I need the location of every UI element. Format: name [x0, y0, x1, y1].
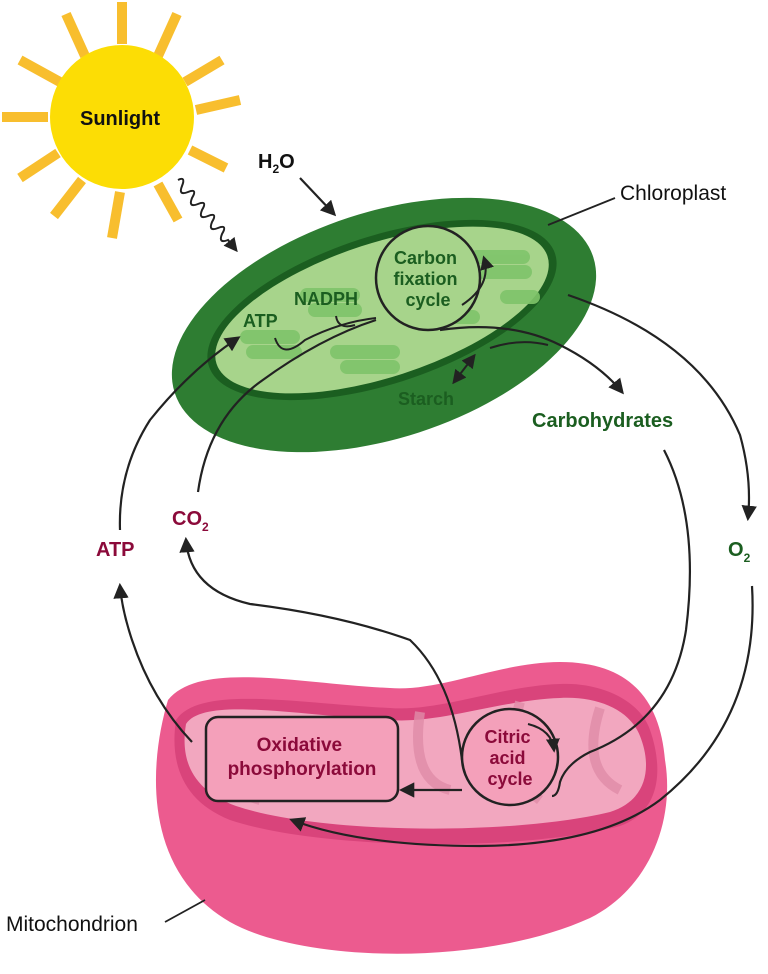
citric-inner-arrow: [527, 723, 560, 753]
co2-to-chloroplast-arrow: [196, 318, 377, 493]
starch-arrow: [452, 353, 476, 385]
h2o-label: H2O: [258, 151, 295, 176]
carbohydrates-to-citric-arrow: [551, 449, 692, 798]
mitochondrion-pointer: [164, 899, 206, 923]
sunlight-label: Sunlight: [80, 108, 160, 130]
o2-to-oxphos-arrow: [289, 585, 754, 848]
light-wave-arrow: [177, 177, 238, 253]
carbon-fixation-circle: [374, 224, 482, 332]
atp-chloroplast-label: ATP: [243, 311, 278, 331]
carbohydrates-label: Carbohydrates: [532, 410, 673, 432]
starch-link-arrow: [489, 341, 549, 349]
o2-arrow: [567, 293, 757, 522]
carbon-fixation-label: Carbon fixation cycle: [393, 248, 462, 310]
chloroplast-label: Chloroplast: [620, 182, 726, 205]
starch-label: Starch: [398, 389, 454, 409]
mitochondrion: [155, 662, 668, 954]
atp-to-chloroplast-arrow: [118, 336, 241, 531]
citric-to-co2-arrow: [179, 536, 464, 761]
mitochondrion-label: Mitochondrion: [6, 913, 138, 936]
oxidative-phosphorylation-box: [204, 715, 400, 803]
nadph-hook: [335, 315, 356, 328]
co2-label: CO2: [172, 508, 209, 534]
oxidative-phosphorylation-label: Oxidative phosphorylation: [228, 735, 377, 780]
carbon-fixation-inner-arrow: [461, 255, 494, 306]
nadph-label: NADPH: [294, 289, 358, 309]
h2o-arrow: [299, 177, 337, 217]
o2-label: O2: [728, 539, 751, 565]
chloroplast: [171, 197, 597, 453]
atp-hook: [274, 317, 377, 351]
citric-acid-cycle-label: Citric acid cycle: [484, 727, 535, 789]
atp-mitochondrion-label: ATP: [96, 539, 135, 561]
chloroplast-pointer: [547, 197, 616, 226]
oxphos-to-atp-arrow: [113, 582, 193, 743]
sun-icon: [2, 2, 242, 239]
to-carbohydrates-arrow: [439, 326, 624, 395]
